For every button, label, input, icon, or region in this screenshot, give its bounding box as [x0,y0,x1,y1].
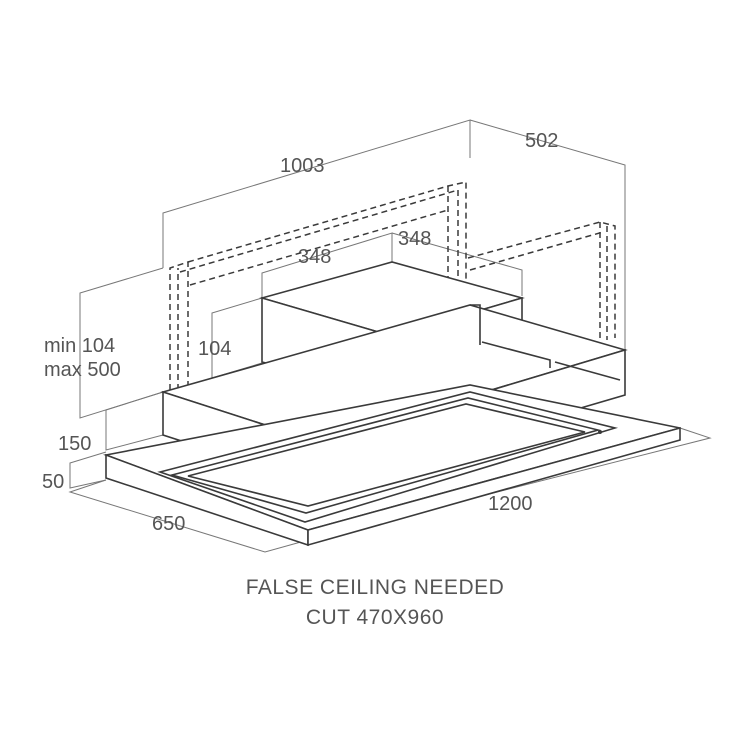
note-line-1: FALSE CEILING NEEDED [246,576,505,599]
note-line-2: CUT 470X960 [306,606,444,629]
filter-panel [157,391,619,523]
label-motor-height: 104 [198,338,231,360]
label-top-depth: 502 [525,130,558,152]
dimension-labels: 1003 502 348 348 104 min 104 max 500 150… [42,130,558,535]
label-frame-height: 50 [42,471,64,493]
dimension-lines [68,119,712,553]
label-height-min: min 104 [44,335,115,357]
label-body-height: 150 [58,433,91,455]
label-height-max: max 500 [44,359,121,381]
label-top-length: 1003 [280,155,325,177]
label-motor-width: 348 [298,246,331,268]
telescopic-supports [169,181,616,400]
installation-note: FALSE CEILING NEEDED CUT 470X960 [246,576,505,629]
latch-icon [598,430,602,434]
label-base-depth: 650 [152,513,185,535]
label-motor-depth: 348 [398,228,431,250]
label-base-length: 1200 [488,493,533,515]
